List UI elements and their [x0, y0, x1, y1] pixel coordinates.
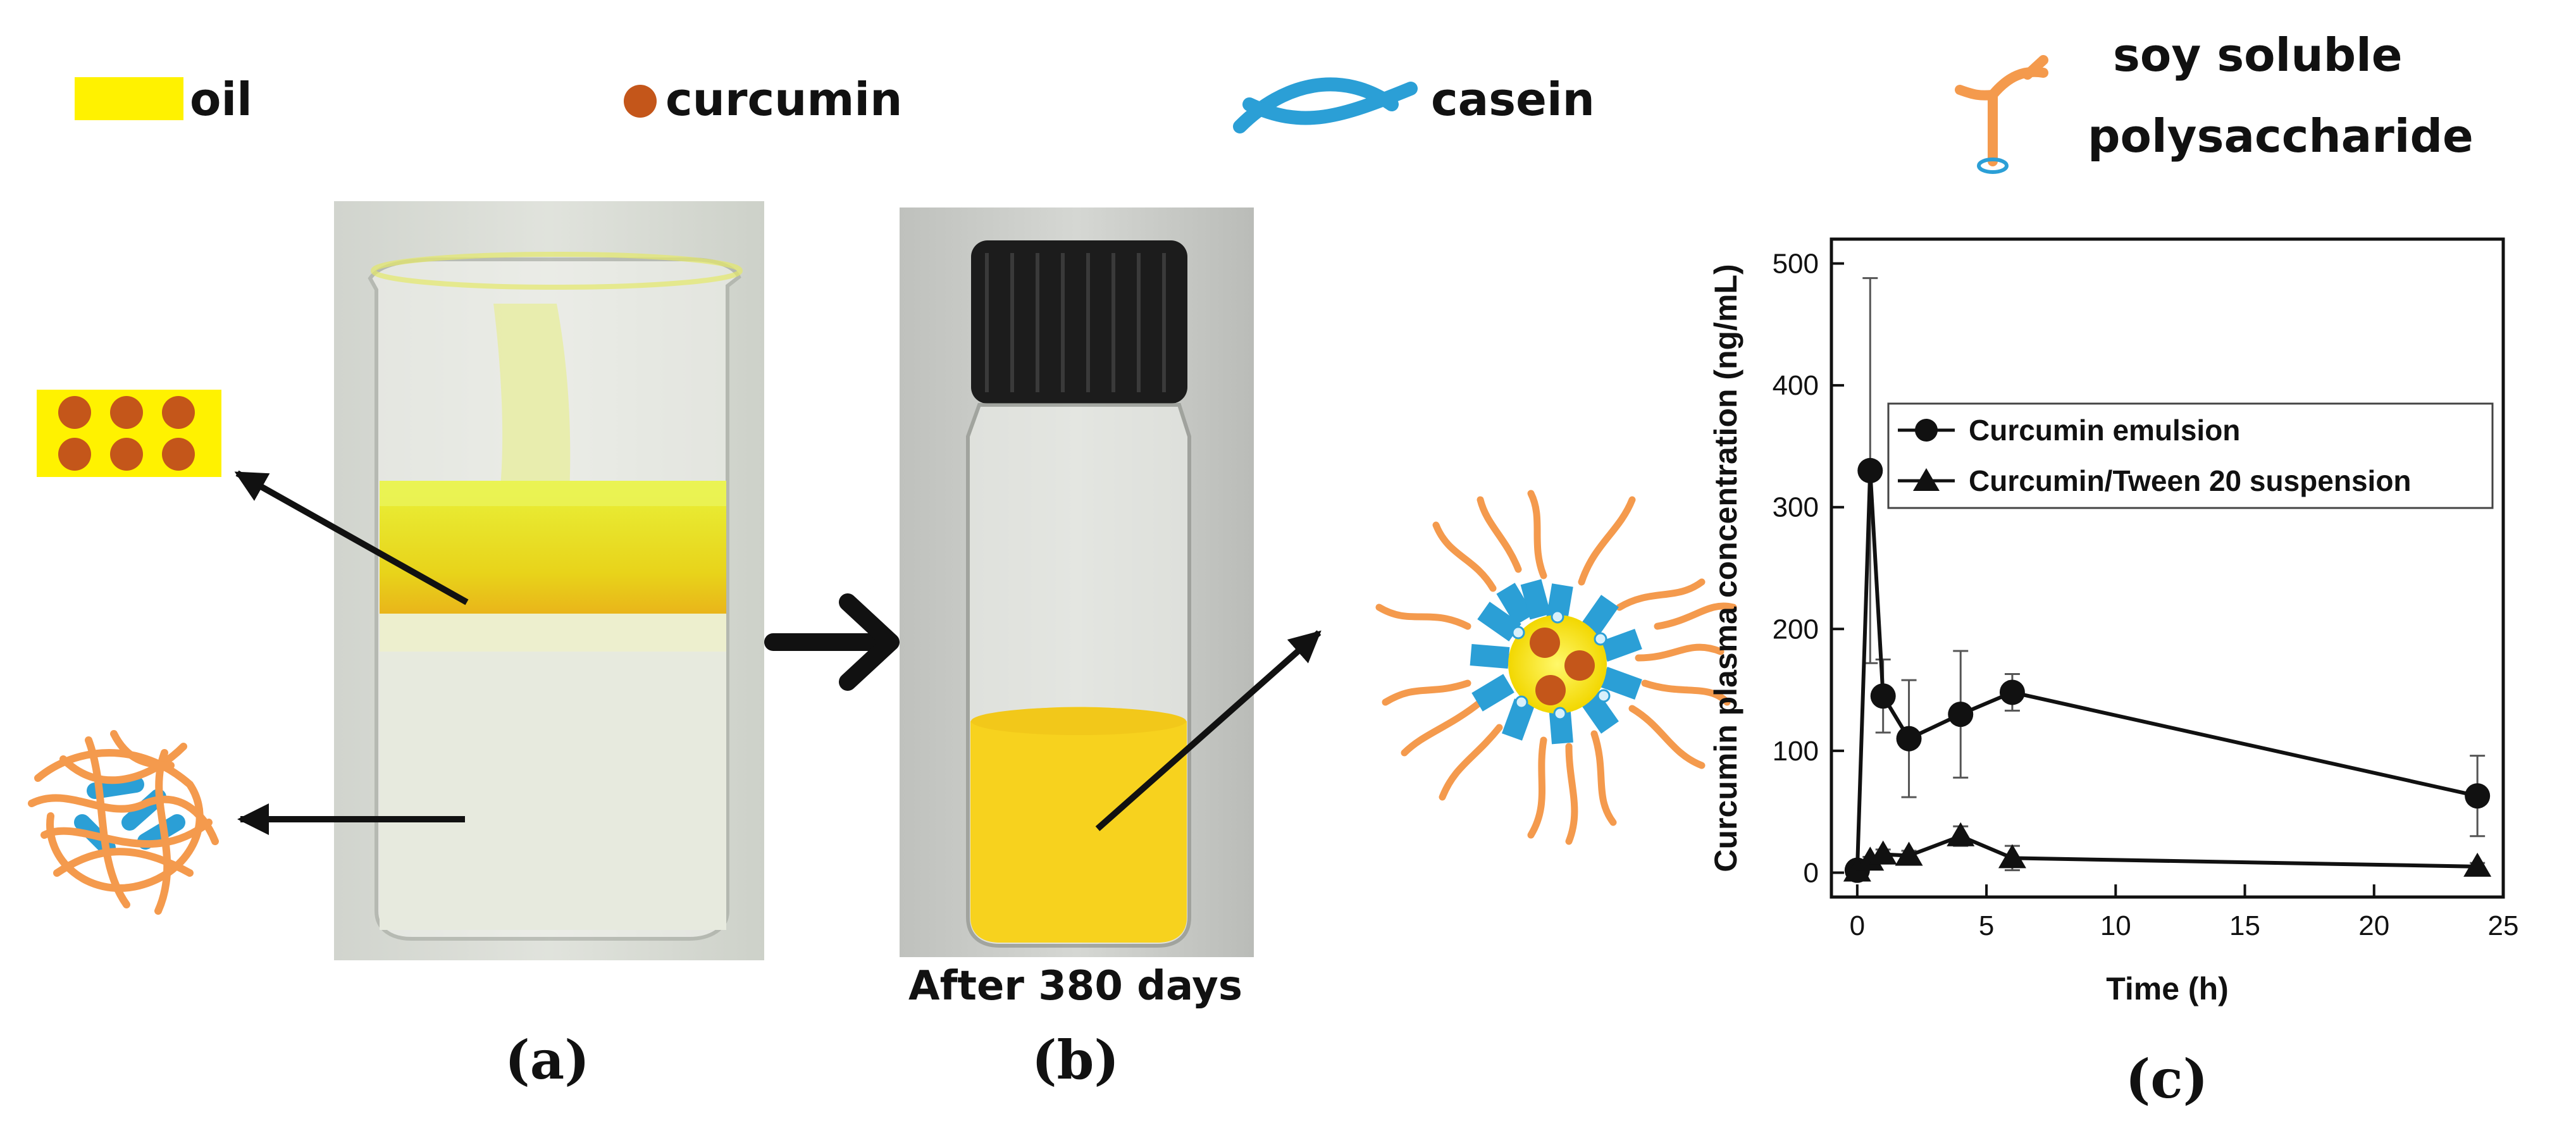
- legend-circle-marker: [1915, 419, 1938, 442]
- y-axis-title: Curcumin plasma concentration (ng/mL): [1708, 264, 1743, 872]
- legend-row: oil curcumin casein soy soluble polysacc…: [75, 28, 2474, 174]
- emulsion-droplet-schematic: [1375, 490, 1737, 845]
- data-point: [2465, 783, 2491, 809]
- legend-triangle-marker: [1913, 468, 1940, 491]
- x-tick-label: 15: [2229, 910, 2260, 941]
- transfer-arrow: [764, 593, 900, 691]
- x-axis-title: Time (h): [2106, 971, 2229, 1006]
- curcumin-swatch: [624, 85, 657, 118]
- vial-emulsion: [970, 707, 1187, 943]
- chart-plot-area: [1830, 237, 2505, 899]
- legend-oil: oil: [190, 73, 252, 126]
- casein-swatch-icon: [1233, 77, 1418, 133]
- data-point: [1999, 679, 2025, 705]
- curcumin-dots: [58, 396, 195, 471]
- x-tick-label: 25: [2488, 910, 2519, 941]
- series-curcumin-emulsion: [1844, 277, 2491, 883]
- series-line: [1855, 470, 2478, 870]
- legend-polysaccharide-line2: polysaccharide: [2088, 109, 2474, 163]
- legend-polysaccharide-line1: soy soluble: [2113, 28, 2403, 82]
- pharmacokinetic-chart: 0 100 200 300 400 500 0 5 10 15 20 25 Time (h) Cur…: [1708, 237, 2519, 1006]
- series-curcumin-tween-suspension: [1843, 822, 2492, 882]
- oil-swatch: [75, 77, 183, 120]
- oil-phase-schematic: [37, 390, 221, 477]
- x-tick-label: 20: [2358, 910, 2389, 941]
- legend-entry-emulsion: Curcumin emulsion: [1969, 414, 2240, 447]
- legend-casein: casein: [1431, 73, 1595, 126]
- beaker-emulsion-layer: [380, 614, 726, 930]
- data-point: [1870, 683, 1896, 709]
- y-tick-label: 500: [1773, 249, 1819, 280]
- y-tick-label: 400: [1773, 370, 1819, 401]
- panel-label-b: (b): [1032, 1029, 1119, 1091]
- droplet-polysaccharide-chains: [1375, 490, 1737, 845]
- y-tick-label: 300: [1773, 492, 1819, 523]
- data-point: [1895, 841, 1923, 866]
- data-point: [2463, 852, 2492, 877]
- panel-label-c: (c): [2126, 1048, 2208, 1110]
- y-tick-label: 100: [1773, 736, 1819, 767]
- arrow-to-droplet: [1095, 630, 1322, 831]
- data-point: [1856, 846, 1885, 871]
- data-point: [1998, 844, 2026, 869]
- data-point: [1857, 457, 1883, 483]
- panel-a-beaker-photo: [334, 201, 764, 960]
- y-tick-label: 200: [1773, 614, 1819, 645]
- panel-b-vial-photo: [900, 207, 1254, 957]
- casein-polysaccharide-complex-icon: [28, 730, 219, 915]
- vial-cap: [971, 240, 1187, 404]
- x-tick-label: 10: [2100, 910, 2131, 941]
- data-point: [1896, 726, 1922, 752]
- y-axis-ticks: 0 100 200 300 400 500: [1773, 249, 1844, 888]
- arrow-to-oil-schematic: [234, 470, 469, 605]
- x-axis-ticks: 0 5 10 15 20 25: [1850, 884, 2519, 941]
- data-point: [1948, 702, 1974, 727]
- data-point: [1869, 840, 1897, 865]
- y-tick-label: 0: [1804, 857, 1819, 888]
- x-tick-label: 5: [1979, 910, 1994, 941]
- panel-b-caption: After 380 days: [908, 963, 1242, 1010]
- x-tick-label: 0: [1850, 910, 1865, 941]
- legend-curcumin: curcumin: [666, 73, 902, 126]
- chart-legend: Curcumin emulsion Curcumin/Tween 20 susp…: [1887, 402, 2494, 509]
- panel-label-a: (a): [505, 1029, 590, 1091]
- legend-entry-suspension: Curcumin/Tween 20 suspension: [1969, 464, 2412, 497]
- chart-series: [1843, 277, 2492, 883]
- annotation-arrows-a: [234, 470, 469, 835]
- chart-legend-box: [1887, 402, 2494, 509]
- polysaccharide-swatch-icon: [1955, 55, 2048, 174]
- data-point: [1947, 822, 1975, 846]
